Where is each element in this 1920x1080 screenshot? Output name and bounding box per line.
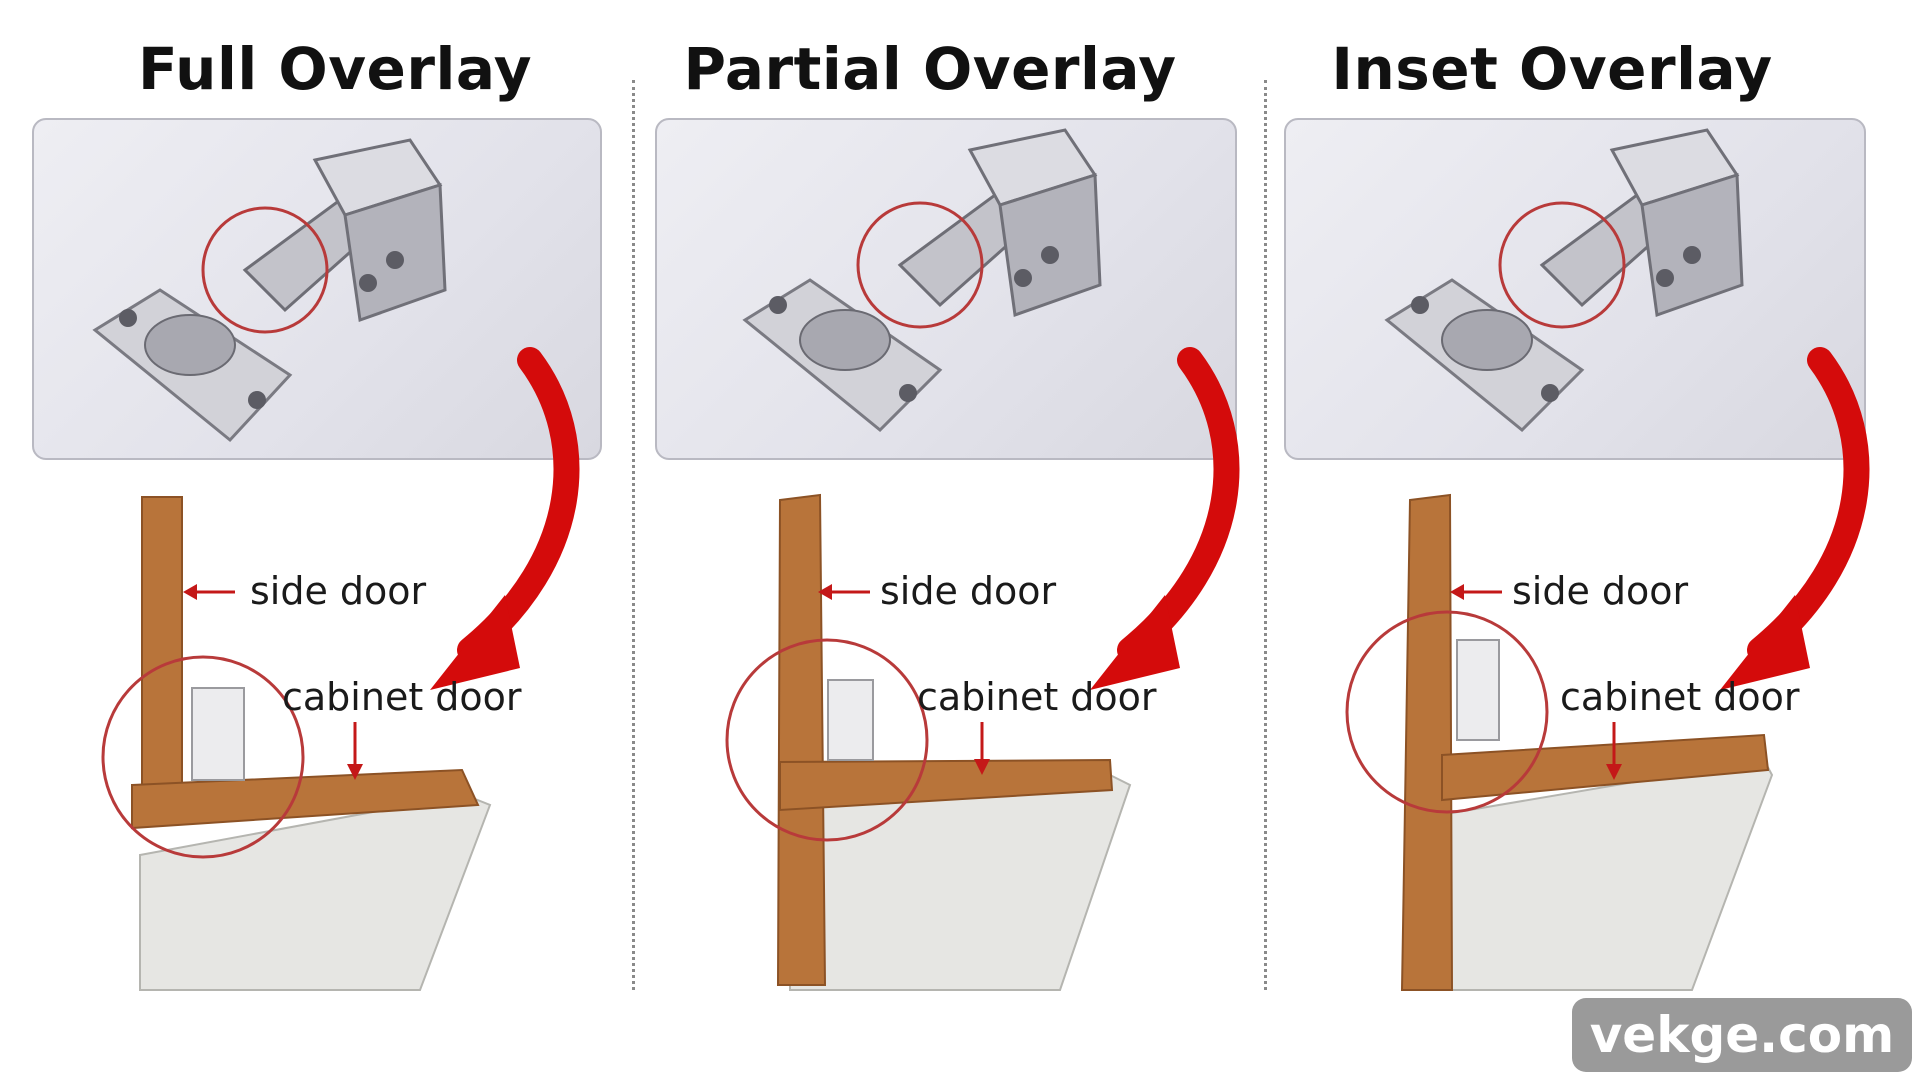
side-door-arrowhead-icon xyxy=(1450,584,1464,600)
joint-highlight-circle xyxy=(101,655,305,859)
hinge-highlight-circle xyxy=(856,201,984,329)
panel-title: Full Overlay xyxy=(137,35,533,103)
panel-partial-overlay: Partial Overlay side door cabin xyxy=(630,0,1260,1000)
divider-line xyxy=(632,80,635,990)
cabinet-door-label: cabinet door xyxy=(917,675,1157,719)
panel-full-overlay: Full Overlay si xyxy=(0,0,630,1000)
red-arrow-icon xyxy=(1720,347,1870,690)
side-door-label: side door xyxy=(250,569,427,613)
hinge-highlight-circle xyxy=(201,206,329,334)
hinge-diagram: side door cabinet door xyxy=(1345,128,1870,991)
cabinet-door-arrowhead-icon xyxy=(347,764,363,780)
cabinet-door-arrowhead-icon xyxy=(1606,764,1622,780)
cabinet-illustration xyxy=(131,496,492,991)
cabinet-door-label: cabinet door xyxy=(1560,675,1800,719)
watermark-badge: vekge.com xyxy=(1572,998,1912,1072)
hinge-diagram: side door cabinet door xyxy=(92,138,580,991)
red-arrow-icon xyxy=(1090,347,1240,690)
hinge-illustration xyxy=(742,128,1102,433)
red-arrow-icon xyxy=(430,347,580,690)
side-door-label: side door xyxy=(880,569,1057,613)
side-door-arrowhead-icon xyxy=(183,584,197,600)
side-door-label: side door xyxy=(1512,569,1689,613)
cabinet-door-arrowhead-icon xyxy=(974,759,990,775)
joint-highlight-circle xyxy=(725,638,929,842)
hinge-diagram: side door cabinet door xyxy=(725,128,1240,991)
panel-title: Partial Overlay xyxy=(683,35,1177,103)
watermark-text: vekge.com xyxy=(1589,1006,1895,1064)
hinge-photo xyxy=(32,118,602,460)
hinge-illustration xyxy=(1384,128,1744,433)
joint-highlight-circle xyxy=(1345,610,1549,814)
cabinet-door-label: cabinet door xyxy=(282,675,522,719)
panel-title: Inset Overlay xyxy=(1331,35,1773,103)
side-door-arrowhead-icon xyxy=(818,584,832,600)
divider-line xyxy=(1264,80,1267,990)
panel-inset-overlay: Inset Overlay side door cabinet xyxy=(1262,0,1892,1000)
hinge-illustration xyxy=(92,138,447,443)
hinge-highlight-circle xyxy=(1498,201,1626,329)
